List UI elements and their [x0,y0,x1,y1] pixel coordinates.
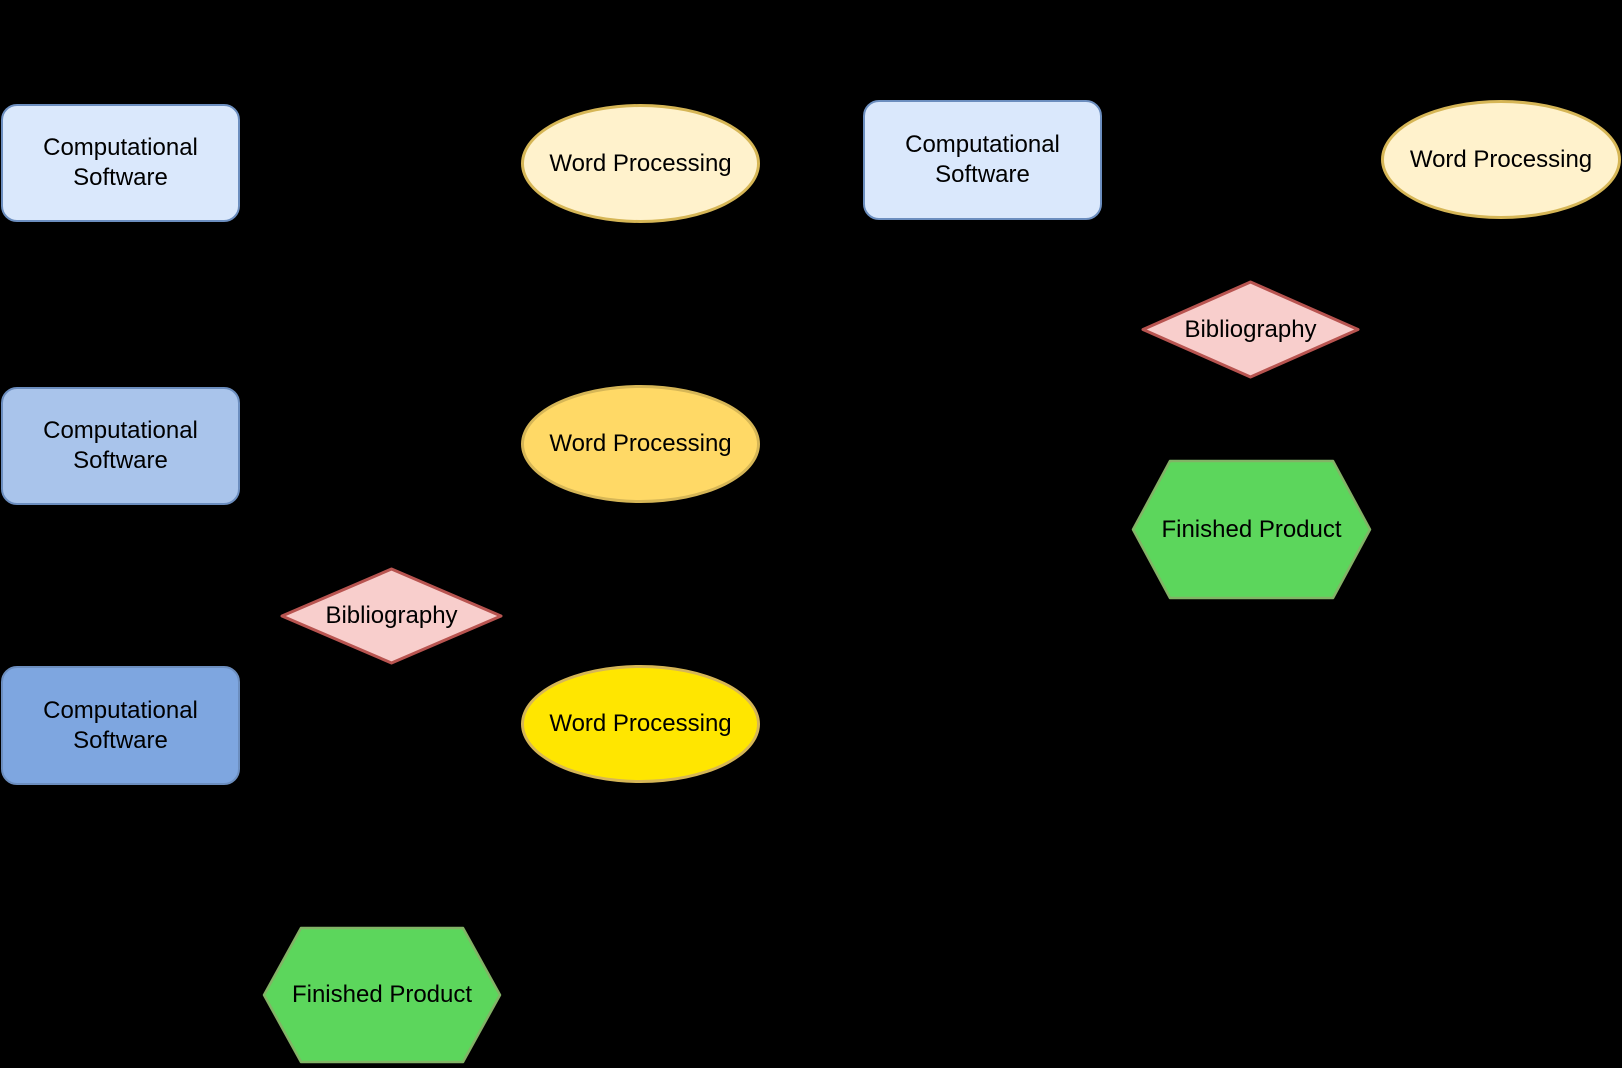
diamond-shape-icon [1141,280,1360,379]
finished-product-hexagon-right: Finished Product [1131,459,1372,600]
node-label: Computational Software [43,696,198,754]
diamond-shape-icon [280,567,503,665]
node-label: Computational Software [905,131,1060,188]
computational-software-box-bottom-left: Computational Software [1,666,240,785]
node-label: Computational Software [43,417,198,474]
computational-software-box-middle-left: Computational Software [1,387,240,505]
node-label: Bibliography [325,602,458,629]
node-label: Computational Software [43,134,198,191]
node-label: Finished Product [1161,515,1342,543]
bibliography-diamond-left: Bibliography [280,567,503,665]
computational-software-box-top-left: Computational Software [1,104,240,222]
word-processing-ellipse-middle-left: Word Processing [521,385,760,503]
hexagon-shape-icon [1131,459,1372,600]
bibliography-diamond-right: Bibliography [1141,280,1360,379]
node-label: Finished Product [291,981,473,1008]
hexagon-shape-icon [262,926,502,1064]
node-label: Word Processing [549,149,732,177]
node-label: Bibliography [1184,315,1317,343]
node-label: Word Processing [1409,145,1593,173]
word-processing-ellipse-right: Word Processing [1381,100,1621,219]
node-label: Word Processing [549,430,732,457]
word-processing-ellipse-bottom-left: Word Processing [521,665,760,783]
word-processing-ellipse-top-left: Word Processing [521,104,760,223]
finished-product-hexagon-left: Finished Product [262,926,502,1064]
node-label: Word Processing [549,710,732,737]
computational-software-box-right: Computational Software [863,100,1102,220]
